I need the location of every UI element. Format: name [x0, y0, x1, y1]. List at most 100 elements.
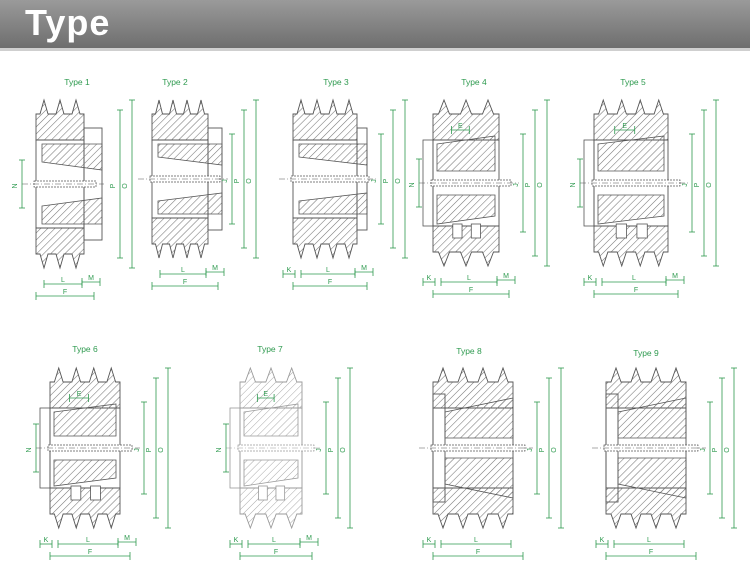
- bottom-rim: [605, 487, 687, 530]
- dim-label-j: J: [316, 448, 323, 452]
- hub-upper-section: [41, 143, 103, 171]
- bottom-rim: [49, 487, 121, 530]
- pulley-title: Type 8: [456, 346, 482, 356]
- bush-upper: [597, 135, 665, 172]
- pulley-title: Type 6: [72, 344, 98, 354]
- bore-upper: [444, 397, 514, 439]
- web-window: [615, 223, 627, 239]
- dim-label-k: K: [588, 275, 593, 282]
- dim-label-j: J: [371, 179, 378, 183]
- top-rim: [49, 366, 121, 409]
- bottom-rim: [432, 225, 500, 268]
- pulley-title: Type 1: [64, 77, 90, 87]
- page-title: Type: [25, 2, 111, 43]
- top-rim: [593, 98, 669, 141]
- bush-upper: [53, 403, 117, 437]
- dim-label-k: K: [427, 537, 432, 544]
- dim-label-p: P: [539, 447, 546, 452]
- top-rim: [239, 366, 303, 409]
- dim-label-j: J: [527, 448, 534, 452]
- bush-upper: [243, 403, 299, 437]
- dim-label-f: F: [328, 279, 332, 286]
- dim-label-f: F: [634, 287, 638, 294]
- dim-label-p: P: [383, 178, 390, 183]
- dim-label-p: P: [234, 178, 241, 183]
- dim-label-k: K: [287, 267, 292, 274]
- dim-label-j: J: [513, 183, 520, 187]
- pulley-title: Type 2: [162, 77, 188, 87]
- dim-label-f: F: [476, 549, 480, 556]
- web-window: [470, 223, 481, 239]
- dim-label-j: J: [700, 448, 707, 452]
- dim-label-l: L: [467, 275, 471, 282]
- bush-lower: [436, 194, 496, 225]
- pulley-title: Type 7: [257, 344, 283, 354]
- dim-label-p: P: [712, 447, 719, 452]
- bottom-rim: [151, 217, 209, 259]
- dim-label-m: M: [672, 273, 678, 280]
- dim-label-f: F: [183, 279, 187, 286]
- bore-lower: [617, 457, 687, 499]
- bottom-rim: [292, 217, 358, 260]
- dim-label-k: K: [600, 537, 605, 544]
- dim-label-e: E: [77, 391, 82, 398]
- dim-label-m: M: [124, 535, 130, 542]
- dim-label-f: F: [63, 289, 67, 296]
- dim-label-l: L: [272, 537, 276, 544]
- dim-label-m: M: [306, 535, 312, 542]
- dim-label-l: L: [86, 537, 90, 544]
- dim-label-j: J: [222, 179, 229, 183]
- dim-label-n: N: [26, 447, 33, 452]
- dim-label-n: N: [570, 182, 577, 187]
- dim-label-p: P: [110, 183, 117, 188]
- dim-label-j: J: [682, 183, 689, 187]
- top-rim: [432, 366, 514, 409]
- dim-label-f: F: [649, 549, 653, 556]
- top-rim: [605, 366, 687, 409]
- hub-lower-section: [41, 197, 103, 225]
- hub-upper-section: [298, 143, 368, 166]
- dim-label-j: J: [134, 448, 141, 452]
- dim-label-n: N: [409, 182, 416, 187]
- dim-label-o: O: [395, 178, 402, 184]
- pulley-title: Type 3: [323, 77, 349, 87]
- hub-lower-section: [157, 192, 223, 215]
- dim-label-n: N: [216, 447, 223, 452]
- dim-label-k: K: [44, 537, 49, 544]
- bush-lower: [597, 194, 665, 225]
- dim-label-p: P: [694, 182, 701, 187]
- dim-label-o: O: [158, 447, 165, 453]
- hub-lower-section: [298, 192, 368, 215]
- dim-label-l: L: [632, 275, 636, 282]
- dim-label-o: O: [706, 182, 713, 188]
- hub-upper-section: [157, 143, 223, 166]
- dim-label-o: O: [551, 447, 558, 453]
- dim-label-l: L: [181, 267, 185, 274]
- web-window: [90, 485, 101, 501]
- dim-label-f: F: [274, 549, 278, 556]
- dim-label-l: L: [474, 537, 478, 544]
- bottom-rim: [239, 487, 303, 530]
- dim-label-e: E: [622, 123, 627, 130]
- top-rim: [292, 98, 358, 141]
- dim-label-o: O: [340, 447, 347, 453]
- dim-label-p: P: [146, 447, 153, 452]
- header-bar: [0, 0, 750, 48]
- top-rim: [151, 99, 209, 141]
- bottom-rim: [35, 227, 85, 270]
- bore-keyway: [33, 180, 97, 188]
- dim-label-p: P: [328, 447, 335, 452]
- bottom-rim: [593, 225, 669, 268]
- dim-label-m: M: [88, 275, 94, 282]
